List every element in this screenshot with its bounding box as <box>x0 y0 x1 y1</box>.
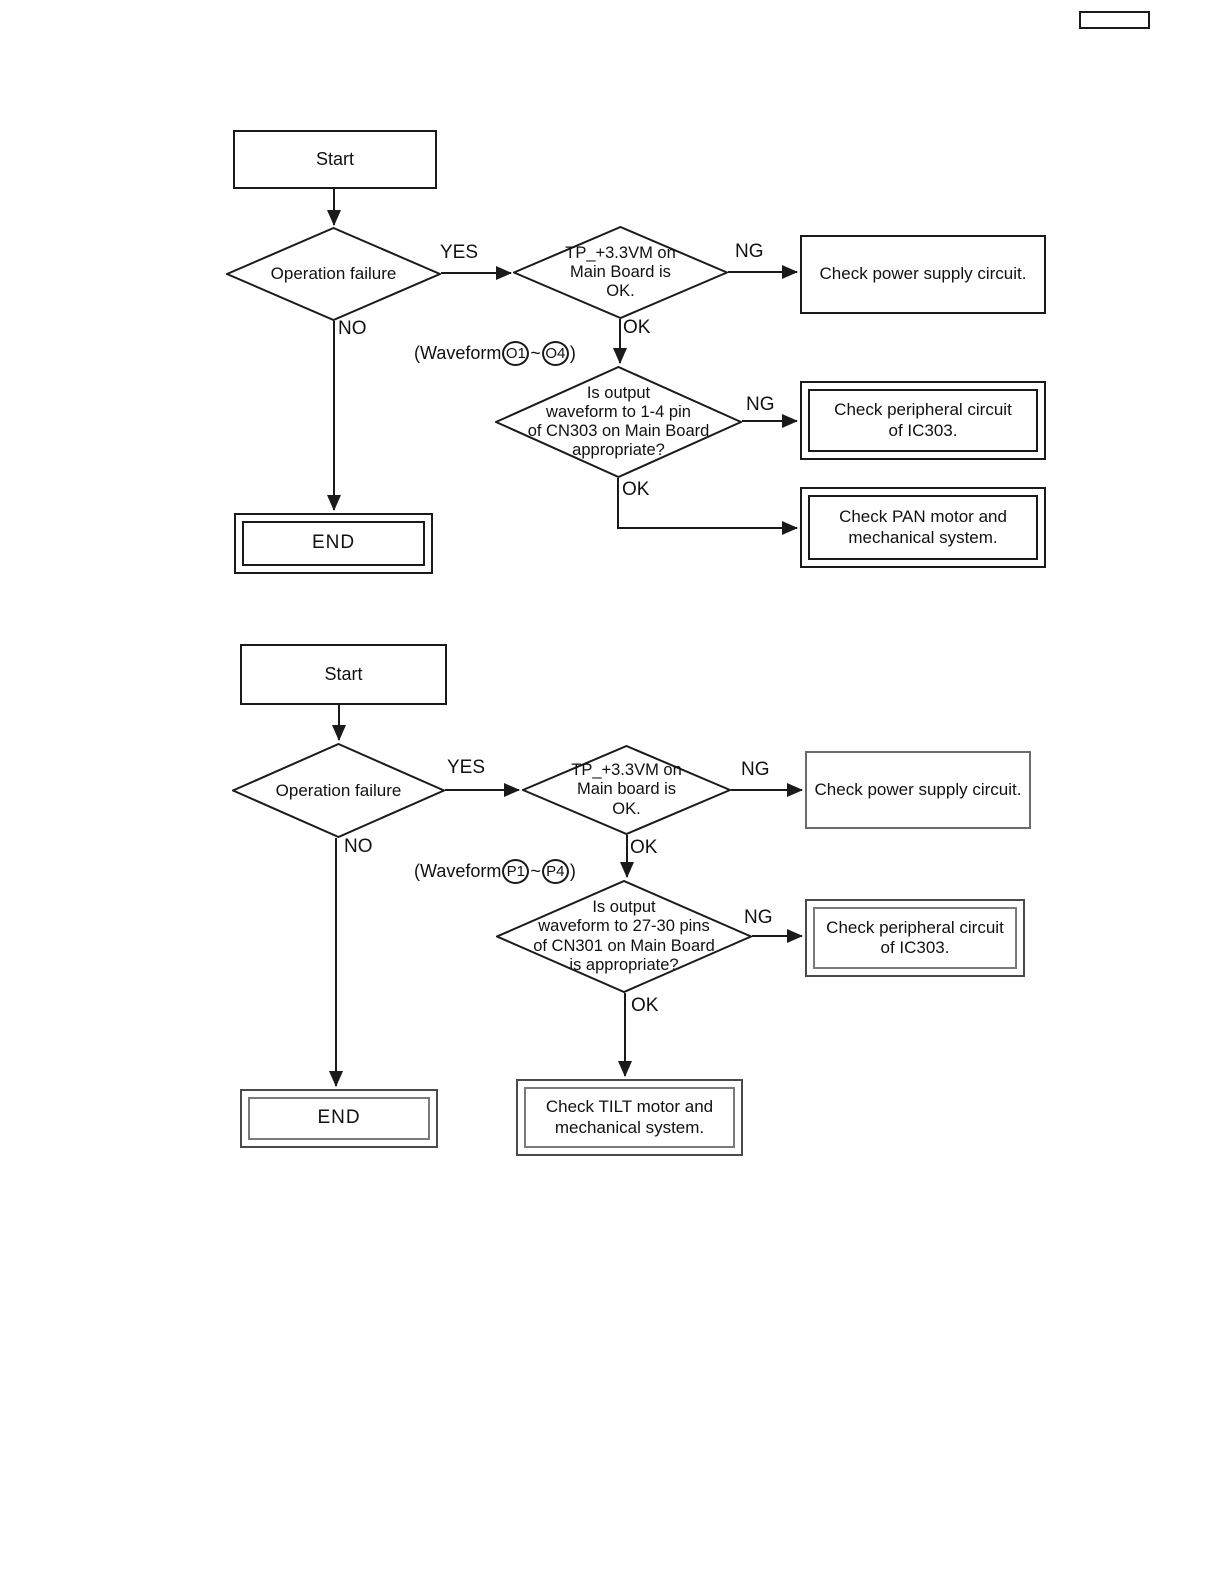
flow1-waveform-from-badge: O1 <box>502 341 530 366</box>
flow2-decision-operation-failure: Operation failure <box>232 743 445 838</box>
flow1-ng-power-label: NG <box>735 241 764 262</box>
page-header-box <box>1079 11 1150 29</box>
flow2-decision-power-line1: TP_+3.3VM on <box>571 761 682 780</box>
flow2-ok-power-label: OK <box>630 837 658 858</box>
flow1-yes-label: YES <box>440 242 479 263</box>
flow2-decision-power-line2: Main board is <box>576 780 677 799</box>
flow1-decision-waveform-line1: Is output <box>586 383 651 402</box>
flow2-box-peripheral-line2: of IC303. <box>880 938 950 957</box>
flow1-waveform-note: (Waveform O1 ~ O4 ) <box>414 341 576 366</box>
flow2-ok-waveform-label: OK <box>631 995 659 1016</box>
flow2-box-tilt-motor: Check TILT motor and mechanical system. <box>516 1079 743 1156</box>
flow1-ok-waveform-label: OK <box>622 479 650 500</box>
flow1-waveform-to-badge: O4 <box>541 341 569 366</box>
flow2-box-peripheral: Check peripheral circuit of IC303. <box>805 899 1025 977</box>
flow1-end-node: END <box>234 513 433 574</box>
flow2-box-power-supply: Check power supply circuit. <box>805 751 1031 829</box>
flow1-decision-power: TP_+3.3VM on Main Board is OK. <box>513 226 728 319</box>
flow2-decision-failure-label: Operation failure <box>275 780 402 800</box>
flow1-end-label: END <box>311 532 356 554</box>
flow2-no-label: NO <box>344 836 373 857</box>
flow2-waveform-to-badge: P4 <box>541 859 569 884</box>
flow1-box-power-supply-label: Check power supply circuit. <box>819 264 1027 284</box>
flow2-decision-power-line3: OK. <box>612 799 641 818</box>
flow2-decision-waveform-line4: is appropriate? <box>569 955 679 974</box>
flow2-yes-label: YES <box>447 757 486 778</box>
flow1-waveform-tilde: ~ <box>530 343 541 363</box>
flow2-box-peripheral-line1: Check peripheral circuit <box>826 917 1004 937</box>
flow1-waveform-prefix: (Waveform <box>414 343 502 363</box>
flow2-end-label: END <box>317 1107 361 1129</box>
flow1-decision-waveform: Is output waveform to 1-4 pin of CN303 o… <box>495 366 742 478</box>
edge-flow1-ok-waveform <box>617 478 798 535</box>
flow2-waveform-close: ) <box>569 861 576 881</box>
flow2-box-tilt-motor-line1: Check TILT motor and <box>545 1097 714 1117</box>
flow2-ng-power-label: NG <box>741 759 770 780</box>
flow1-decision-waveform-line3: of CN303 on Main Board <box>527 422 710 440</box>
flow1-box-peripheral-line2: of IC303. <box>888 420 958 440</box>
flow2-box-tilt-motor-line2: mechanical system. <box>554 1117 705 1137</box>
flow1-start-label: Start <box>315 148 354 169</box>
flow1-decision-waveform-line4: appropriate? <box>572 441 665 460</box>
flow1-waveform-close: ) <box>569 343 576 363</box>
flow2-decision-waveform-line3: of CN301 on Main Board <box>533 936 715 955</box>
flow2-decision-waveform-line1: Is output <box>592 898 656 917</box>
flow2-waveform-tilde: ~ <box>530 861 541 881</box>
flow1-ng-waveform-label: NG <box>746 394 775 415</box>
flow2-waveform-note: (Waveform P1 ~ P4 ) <box>414 859 576 884</box>
flow2-start-node: Start <box>240 644 447 705</box>
flow2-waveform-from-badge: P1 <box>502 859 530 884</box>
flow1-decision-operation-failure: Operation failure <box>226 227 441 321</box>
flow2-decision-waveform-line2: waveform to 27-30 pins <box>538 917 710 936</box>
flow1-decision-waveform-line2: waveform to 1-4 pin <box>546 402 691 421</box>
flow2-decision-power: TP_+3.3VM on Main board is OK. <box>522 745 731 835</box>
flow2-decision-waveform: Is output waveform to 27-30 pins of CN30… <box>496 880 752 993</box>
flow2-waveform-prefix: (Waveform <box>414 861 502 881</box>
flow1-decision-power-line3: OK. <box>606 282 635 301</box>
flow1-decision-power-line2: Main Board is <box>570 262 671 281</box>
flow1-box-power-supply: Check power supply circuit. <box>800 235 1046 314</box>
flow1-box-peripheral-line1: Check peripheral circuit <box>834 400 1012 420</box>
flow1-decision-power-line1: TP_+3.3VM on <box>565 243 676 262</box>
flow1-box-pan-motor-line1: Check PAN motor and <box>839 507 1007 527</box>
flow2-end-node: END <box>240 1089 438 1148</box>
flow1-box-pan-motor: Check PAN motor and mechanical system. <box>800 487 1046 568</box>
flow2-box-power-supply-label: Check power supply circuit. <box>814 779 1022 799</box>
flow1-start-node: Start <box>233 130 437 189</box>
flow2-start-label: Start <box>324 663 363 684</box>
flow2-ng-waveform-label: NG <box>744 907 773 928</box>
flow1-box-pan-motor-line2: mechanical system. <box>848 527 998 547</box>
flow1-box-peripheral: Check peripheral circuit of IC303. <box>800 381 1046 460</box>
flow1-no-label: NO <box>338 318 367 339</box>
flow1-decision-failure-label: Operation failure <box>270 264 397 284</box>
flow1-ok-power-label: OK <box>623 317 651 338</box>
